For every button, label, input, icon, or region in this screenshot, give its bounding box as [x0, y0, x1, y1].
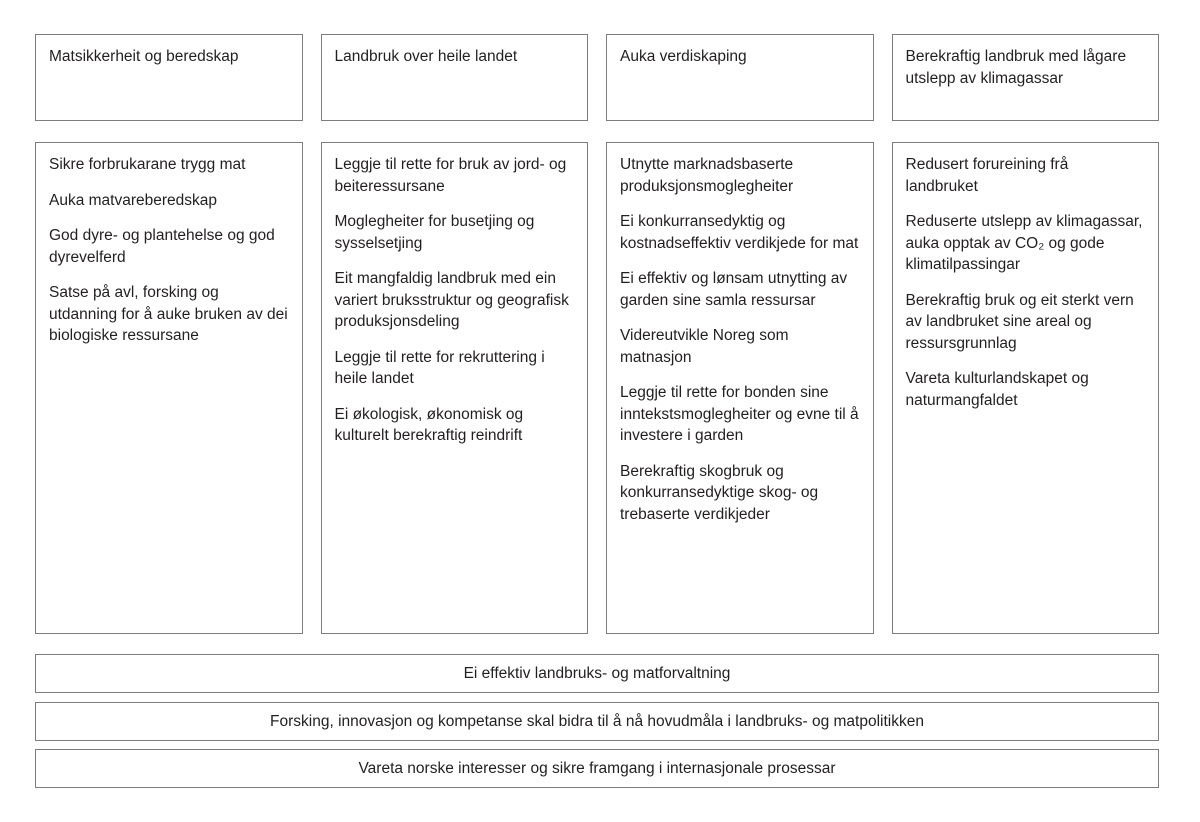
goal-headers-row: Matsikkerheit og beredskap Landbruk over…	[35, 34, 1159, 121]
goal-item: Leggje til rette for bonden sine innteks…	[620, 384, 859, 444]
header-label: Auka verdiskaping	[620, 48, 747, 65]
header-box-landbruk-heile-landet: Landbruk over heile landet	[320, 34, 588, 121]
goal-item: God dyre- og plantehelse og god dyrevelf…	[49, 227, 275, 266]
header-box-matsikkerheit: Matsikkerheit og beredskap	[35, 34, 303, 121]
goal-item: Ei effektiv og lønsam utnytting av garde…	[620, 270, 848, 309]
goal-item: Vareta kulturlandskapet og naturmangfald…	[905, 370, 1089, 409]
header-label: Berekraftig landbruk med lågare utslepp …	[905, 48, 1127, 87]
content-box-matsikkerheit: Sikre forbrukarane trygg mat Auka matvar…	[35, 142, 303, 634]
goal-item: Ei økologisk, økonomisk og kulturelt ber…	[334, 405, 524, 445]
header-label: Landbruk over heile landet	[334, 48, 518, 65]
goal-item: Berekraftig bruk og eit sterkt vern av l…	[905, 291, 1134, 352]
content-box-berekraftig-landbruk: Redusert forureining frå landbruket Redu…	[891, 142, 1159, 634]
content-box-auka-verdiskaping: Utnytte marknadsbaserte produksjonsmogle…	[606, 142, 874, 634]
bar-effektiv-forvaltning: Ei effektiv landbruks- og matforvaltning	[35, 654, 1159, 693]
header-label: Matsikkerheit og beredskap	[49, 48, 239, 65]
goal-item: Eit mangfaldig landbruk med ein variert …	[334, 270, 569, 330]
goal-details-row: Sikre forbrukarane trygg mat Auka matvar…	[35, 142, 1159, 634]
goal-item: Moglegheiter for busetjing og sysselsetj…	[334, 213, 535, 252]
goal-item: Leggje til rette for rekruttering i heil…	[334, 348, 545, 388]
goal-item: Utnytte marknadsbaserte produksjonsmogle…	[620, 156, 794, 195]
bar-norske-interesser: Vareta norske interesser og sikre framga…	[35, 749, 1159, 788]
header-box-berekraftig-landbruk: Berekraftig landbruk med lågare utslepp …	[891, 34, 1159, 121]
goal-item: Satse på avl, forsking og utdanning for …	[49, 284, 288, 344]
header-box-auka-verdiskaping: Auka verdiskaping	[606, 34, 874, 121]
bar-label: Forsking, innovasjon og kompetanse skal …	[270, 712, 924, 730]
bar-label: Ei effektiv landbruks- og matforvaltning	[463, 664, 731, 682]
bar-forsking-innovasjon-kompetanse: Forsking, innovasjon og kompetanse skal …	[35, 702, 1159, 741]
goal-item: Leggje til rette for bruk av jord- og be…	[334, 156, 567, 195]
goal-item: Videreutvikle Noreg som matnasjon	[620, 327, 789, 366]
goal-item: Ei konkurransedyktig og kostnadseffektiv…	[620, 213, 859, 252]
content-box-landbruk-heile-landet: Leggje til rette for bruk av jord- og be…	[320, 142, 588, 634]
goal-item: Redusert forureining frå landbruket	[905, 156, 1069, 195]
goal-item: Berekraftig skogbruk og konkurransedykti…	[620, 462, 819, 523]
goal-item: Sikre forbrukarane trygg mat	[49, 156, 246, 173]
bar-label: Vareta norske interesser og sikre framga…	[358, 759, 836, 777]
goal-item: Reduserte utslepp av klimagassar, auka o…	[905, 213, 1143, 273]
goal-item: Auka matvareberedskap	[49, 191, 218, 209]
